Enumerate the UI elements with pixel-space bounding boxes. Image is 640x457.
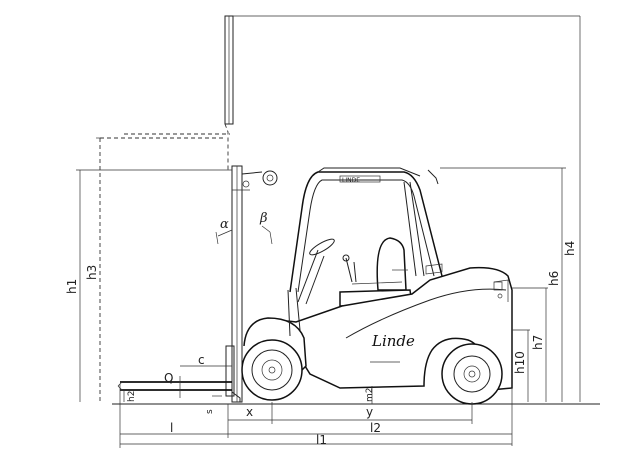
svg-text:l1: l1 (316, 433, 327, 447)
dim-h7: h7 (512, 287, 548, 402)
svg-text:h2: h2 (127, 391, 137, 402)
svg-text:h10: h10 (513, 351, 527, 374)
dim-x-y: x y (228, 402, 473, 424)
svg-text:l: l (170, 421, 173, 435)
dim-h6: h6 (440, 167, 566, 402)
dim-h3: h3 (85, 137, 104, 280)
svg-text:h3: h3 (85, 265, 99, 280)
dim-h10: h10 (512, 329, 530, 402)
control-levers (342, 254, 357, 283)
roof-brand-text: LINDE (342, 177, 360, 184)
counterweight-body: Linde (253, 263, 513, 391)
raised-mast (224, 15, 580, 125)
svg-text:l2: l2 (370, 421, 381, 435)
dim-l1: l1 (119, 384, 512, 448)
svg-text:β: β (259, 211, 268, 226)
mast (231, 165, 278, 403)
dim-h2: h2 (123, 390, 137, 402)
dim-s: s (205, 395, 222, 414)
svg-text:Q: Q (164, 371, 173, 385)
overhead-guard: LINDE (289, 167, 443, 293)
svg-text:h6: h6 (547, 271, 561, 286)
rear-wheel (441, 343, 503, 405)
svg-text:c: c (198, 353, 205, 367)
front-wheel (241, 339, 303, 401)
svg-text:s: s (205, 409, 215, 414)
steering-wheel (297, 238, 335, 305)
dim-c-q: c Q (164, 353, 232, 398)
raised-fork-dashed (99, 123, 230, 402)
dim-m2: m2 (365, 386, 375, 404)
brand-logo: Linde (371, 332, 415, 350)
svg-text:x: x (246, 405, 253, 419)
dim-h1: h1 (65, 169, 232, 402)
dim-l-l2: l l2 (120, 388, 513, 446)
svg-text:h7: h7 (531, 335, 545, 350)
dim-h4: h4 (563, 16, 581, 402)
svg-text:y: y (366, 405, 373, 419)
svg-text:α: α (220, 217, 229, 232)
svg-text:h1: h1 (65, 279, 79, 294)
tilt-angles: α β (215, 211, 273, 245)
svg-text:m2: m2 (365, 388, 375, 403)
svg-text:h4: h4 (563, 241, 577, 256)
